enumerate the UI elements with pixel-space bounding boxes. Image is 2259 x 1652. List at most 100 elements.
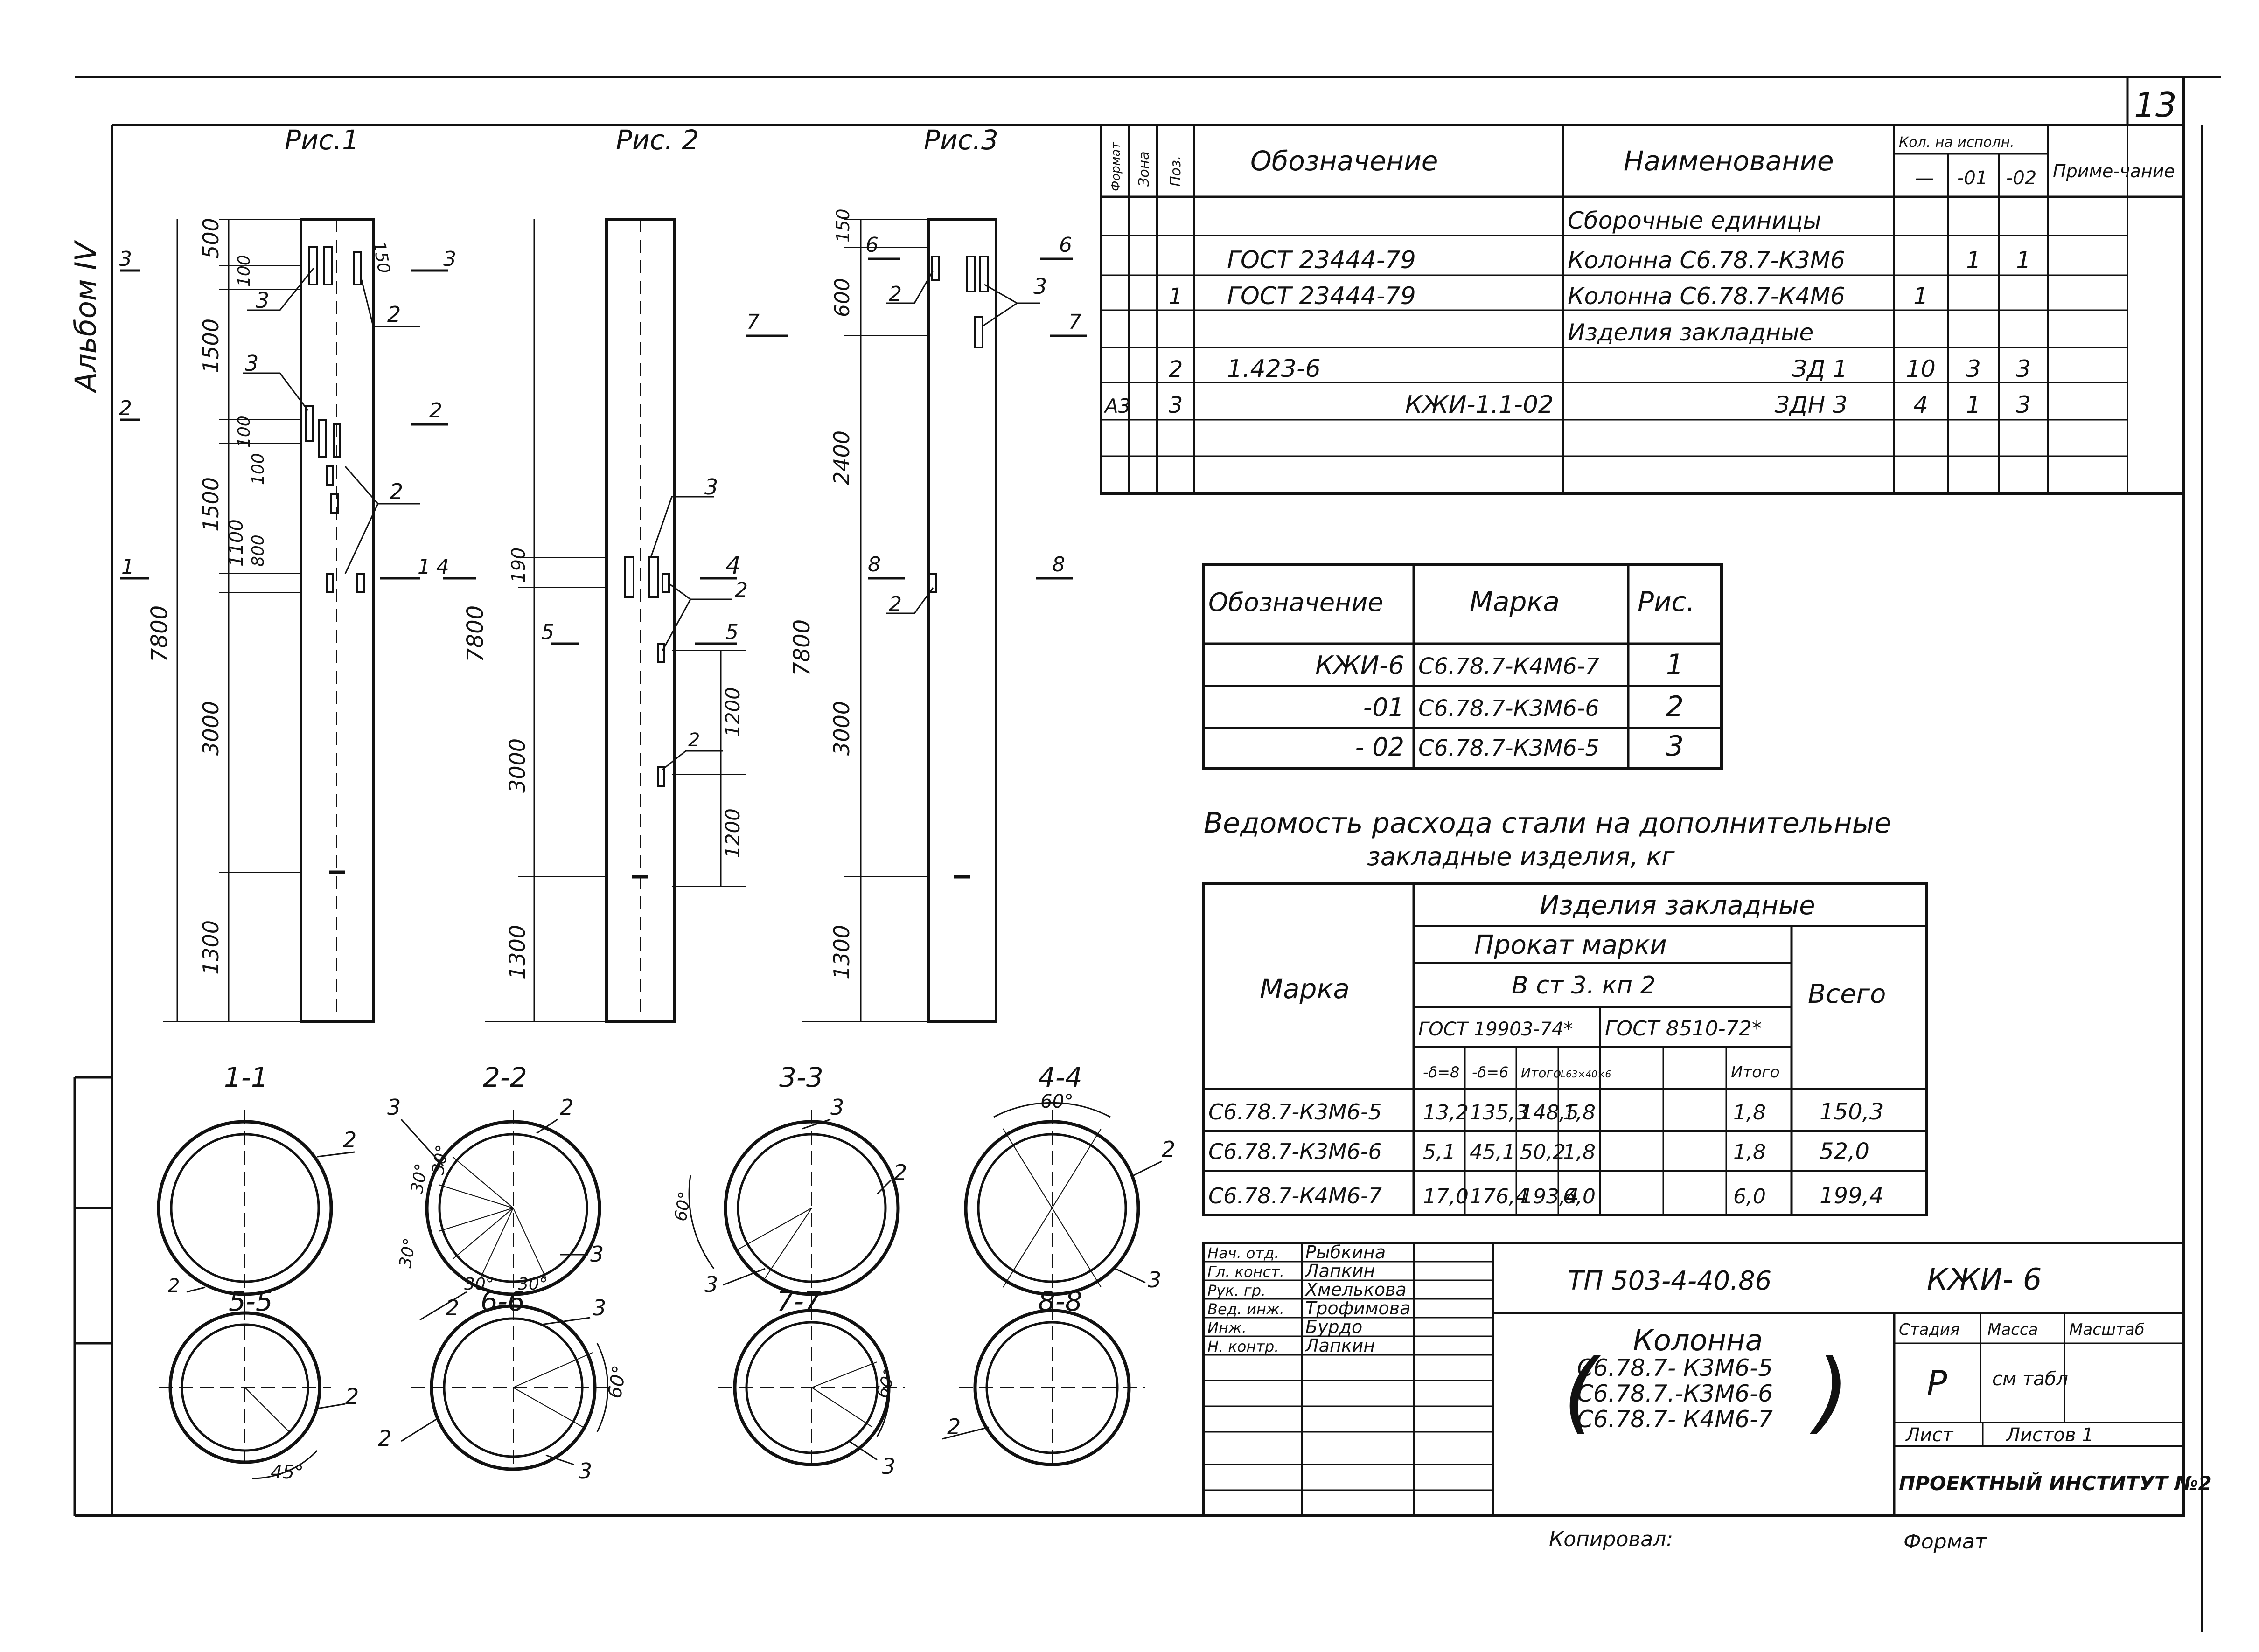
- stamp-role: Гл. конст.: [1207, 1263, 1284, 1281]
- section-label: 3-3: [779, 1062, 823, 1093]
- fig1-cut: 2: [119, 396, 132, 420]
- section-angle: 30°: [396, 1237, 419, 1270]
- fig1-cut: 1: [418, 555, 431, 579]
- section-callout: 3: [1148, 1267, 1161, 1292]
- section-callout: 3: [590, 1242, 604, 1267]
- fig3-dim: 600: [830, 278, 854, 317]
- sections: 1-1 2 2 2-2 3 2 3: [140, 1062, 1175, 1484]
- fig1-callout: 3: [256, 288, 269, 313]
- spec-header-zone: Зона: [1136, 151, 1152, 187]
- stamp-stage-header: Стадия: [1899, 1320, 1959, 1339]
- marks-mark: С6.78.7-К3М6-5: [1418, 735, 1599, 761]
- spec-designation: ГОСТ 23444-79: [1227, 282, 1416, 310]
- spec-name: Сборочные единицы: [1568, 207, 1821, 234]
- steel-subheader: Итого: [1731, 1063, 1780, 1082]
- fig3-cut: 8: [868, 553, 881, 576]
- stamp-project: ТП 503-4-40.86: [1568, 1266, 1771, 1296]
- spec-qty: 1: [1966, 247, 1981, 274]
- figure-2: Рис. 2 190 7800 1200 3000 1200 1300 4 4 …: [436, 124, 748, 1023]
- stamp-person: Бурдо: [1305, 1317, 1362, 1337]
- steel-value: 1,8: [1563, 1140, 1596, 1164]
- section-callout: 3: [579, 1458, 592, 1484]
- steel-header-grade: В ст 3. кп 2: [1512, 972, 1656, 1000]
- steel-value: 1,8: [1563, 1101, 1596, 1124]
- section-angle: 30°: [464, 1275, 494, 1294]
- spec-header-name: Наименование: [1624, 145, 1834, 177]
- steel-mark: С6.78.7-К3М6-6: [1208, 1139, 1382, 1164]
- steel-value: 135,3: [1470, 1101, 1528, 1124]
- spec-designation: 1.423-6: [1227, 355, 1321, 383]
- steel-subheader: -δ=8: [1423, 1063, 1459, 1081]
- spec-header-pos: Поз.: [1168, 156, 1184, 187]
- spec-name: ЗД 1: [1792, 355, 1848, 382]
- fig3-cut: 7: [1068, 310, 1081, 334]
- marks-mark: С6.78.7-К4М6-7: [1418, 653, 1599, 680]
- fig3-dim: 2400: [829, 430, 854, 485]
- spec-name: ЗДН 3: [1775, 391, 1848, 418]
- figure-3: Рис.3 150 600 2400 7800 3000 1300 6 6 7 …: [746, 124, 1087, 1023]
- section-label: 2-2: [483, 1062, 527, 1093]
- fig1-cut: 2: [429, 399, 442, 423]
- stamp-scale-header: Масштаб: [2069, 1320, 2145, 1339]
- steel-total: 150,3: [1820, 1099, 1883, 1125]
- marks-header: Рис.: [1638, 586, 1695, 618]
- section-callout: 2: [1162, 1137, 1175, 1162]
- stamp-sheets: Листов 1: [2005, 1424, 2094, 1446]
- spec-qty: 3: [1966, 355, 1981, 382]
- section-label: 1-1: [224, 1062, 268, 1093]
- steel-table: Ведомость расхода стали на дополнительны…: [1202, 807, 1928, 1216]
- steel-mark: С6.78.7-К3М6-5: [1208, 1099, 1382, 1124]
- spec-table: Формат Зона Поз. Обозначение Наименовани…: [1100, 124, 2185, 495]
- steel-total: 199,4: [1820, 1183, 1883, 1209]
- fig2-callout: 3: [704, 474, 718, 500]
- fig2-cut: 4: [436, 555, 449, 579]
- stamp-title: Колонна: [1633, 1323, 1763, 1357]
- spec-qty: 4: [1913, 391, 1928, 418]
- spec-header-designation: Обозначение: [1250, 145, 1438, 177]
- section-callout: 3: [387, 1095, 401, 1120]
- spec-pos: 2: [1169, 356, 1183, 382]
- steel-subheader: Итого: [1521, 1065, 1561, 1081]
- figure-2-title: Рис. 2: [616, 124, 699, 156]
- steel-header-gost2: ГОСТ 8510-72*: [1605, 1017, 1762, 1041]
- steel-value: 1,8: [1733, 1101, 1766, 1124]
- steel-mark: С6.78.7-К4М6-7: [1208, 1183, 1382, 1208]
- section-callout: 2: [168, 1275, 180, 1297]
- section-2-2: 2-2 3 2 3 2 30° 30° 30° 30° 30°: [387, 1062, 616, 1321]
- steel-header-rolled: Прокат марки: [1474, 930, 1667, 960]
- section-label: 6-6: [481, 1285, 525, 1317]
- spec-qty: 1: [1913, 283, 1928, 310]
- fig3-dim: 1300: [829, 925, 854, 979]
- marks-designation: КЖИ-6: [1315, 651, 1404, 680]
- spec-header-qty: Кол. на исполн.: [1899, 134, 2015, 151]
- section-angle: 60°: [872, 1366, 900, 1401]
- steel-header-mark: Марка: [1260, 973, 1350, 1005]
- fig1-cut: 1: [121, 555, 134, 579]
- fig1-dim: 100: [235, 255, 254, 287]
- fig1-callout: 3: [245, 351, 258, 376]
- fig2-dim: 1200: [721, 687, 744, 737]
- stamp-person: Хмелькова: [1304, 1279, 1407, 1300]
- section-1-1: 1-1 2 2: [140, 1062, 356, 1306]
- spec-header-qty-col: -01: [1957, 167, 1987, 189]
- bracket-left: (: [1563, 1340, 1601, 1444]
- album-label: Альбом IV: [69, 239, 103, 394]
- bracket-right: ): [1809, 1340, 1849, 1444]
- section-6-6: 6-6 60° 3 2 3: [378, 1285, 631, 1484]
- copied-label: Копировал:: [1549, 1527, 1673, 1551]
- spec-qty: 3: [2016, 355, 2031, 382]
- fig1-dim: 1100: [226, 519, 247, 567]
- steel-value: 50,2: [1520, 1140, 1566, 1164]
- steel-value: 13,2: [1423, 1101, 1469, 1124]
- spec-qty: 1: [2016, 247, 2031, 274]
- steel-value: 6,0: [1733, 1185, 1766, 1208]
- figure-1: Рис.1 500 100 1500 100 1500 1100 100 8: [119, 124, 456, 1023]
- marks-fig: 1: [1666, 648, 1684, 681]
- fig1-callout: 2: [387, 302, 401, 327]
- spec-format: А3: [1103, 395, 1130, 417]
- fig2-dim: 1300: [505, 925, 530, 979]
- section-angle: 60°: [1040, 1091, 1074, 1112]
- steel-header-items: Изделия закладные: [1540, 890, 1815, 921]
